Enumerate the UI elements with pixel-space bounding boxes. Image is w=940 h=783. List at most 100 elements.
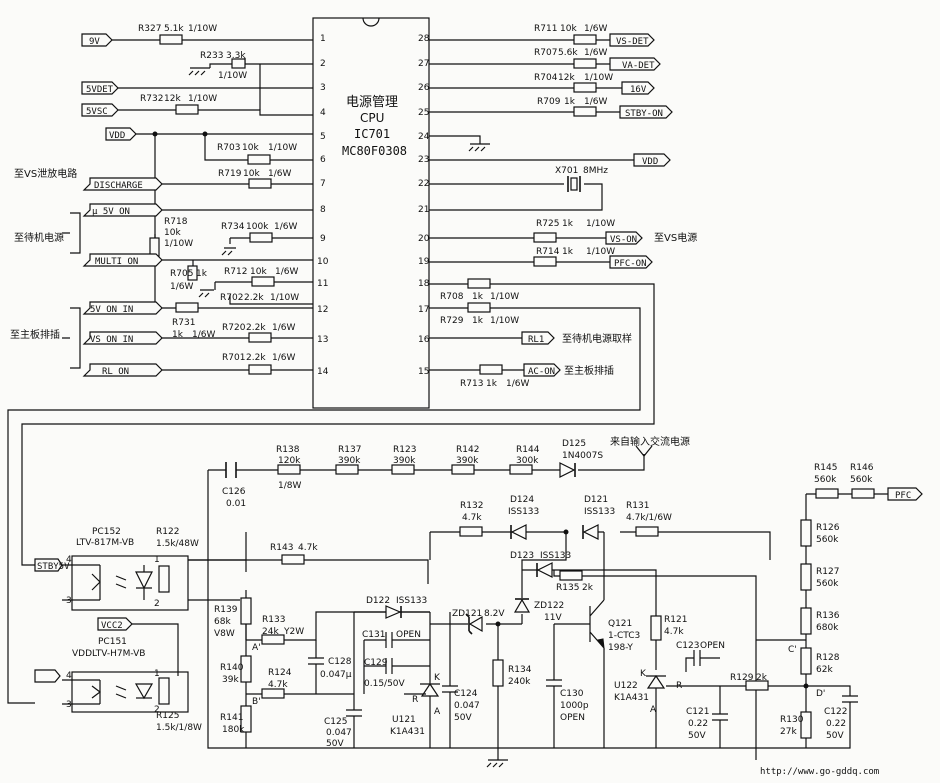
svg-text:R131: R131 xyxy=(626,501,649,511)
svg-text:1k: 1k xyxy=(562,219,574,229)
svg-text:50V: 50V xyxy=(826,731,844,741)
svg-text:R125: R125 xyxy=(156,711,179,721)
svg-text:10k: 10k xyxy=(164,228,181,238)
svg-text:1/10W: 1/10W xyxy=(586,247,615,257)
svg-text:10: 10 xyxy=(317,257,329,267)
svg-text:1: 1 xyxy=(154,669,160,679)
svg-text:2.2k: 2.2k xyxy=(246,323,266,333)
svg-text:560k: 560k xyxy=(816,535,839,545)
svg-text:C128: C128 xyxy=(328,657,352,667)
pin-numbers-left: 1 2 3 4 5 6 7 8 9 10 11 12 13 14 xyxy=(317,34,329,377)
svg-text:17: 17 xyxy=(418,305,429,315)
svg-text:R135: R135 xyxy=(556,583,579,593)
svg-text:1/10W: 1/10W xyxy=(188,94,217,104)
svg-text:2k: 2k xyxy=(582,583,594,593)
signal-rl-on: RL_ON xyxy=(102,367,129,377)
svg-text:R137: R137 xyxy=(338,445,361,455)
svg-text:R136: R136 xyxy=(816,611,840,621)
svg-text:0.047: 0.047 xyxy=(454,701,480,711)
svg-text:OPEN: OPEN xyxy=(396,630,421,640)
note-to-standby-sample: 至待机电源取样 xyxy=(562,332,632,345)
svg-text:8MHz: 8MHz xyxy=(583,166,608,176)
svg-text:20: 20 xyxy=(418,234,430,244)
svg-text:ISS133: ISS133 xyxy=(396,596,427,606)
svg-text:1/6W: 1/6W xyxy=(272,323,295,333)
svg-text:1N4007S: 1N4007S xyxy=(562,451,603,461)
svg-text:18: 18 xyxy=(418,279,430,289)
svg-text:12: 12 xyxy=(317,305,328,315)
signal-stby-on: STBY-ON xyxy=(625,109,663,119)
svg-text:1/10W: 1/10W xyxy=(188,24,217,34)
svg-text:1: 1 xyxy=(154,555,160,565)
svg-text:R: R xyxy=(412,695,418,705)
svg-text:R138: R138 xyxy=(276,445,300,455)
svg-text:R725: R725 xyxy=(536,219,559,229)
signal-pfc-on: PFC-ON xyxy=(614,259,647,269)
signal-vdd: VDD xyxy=(109,131,125,141)
svg-text:3: 3 xyxy=(66,596,72,606)
svg-text:1k: 1k xyxy=(486,379,498,389)
svg-text:62k: 62k xyxy=(816,665,833,675)
svg-text:R130: R130 xyxy=(780,715,804,725)
svg-text:C129: C129 xyxy=(364,658,388,668)
signal-5v-on-in: 5V_ON_IN xyxy=(90,305,133,315)
svg-text:1k: 1k xyxy=(196,269,208,279)
svg-text:OPEN: OPEN xyxy=(560,713,585,723)
svg-text:0.22: 0.22 xyxy=(826,719,846,729)
signal-5vsc: 5VSC xyxy=(86,107,108,117)
svg-text:2: 2 xyxy=(320,59,326,69)
svg-text:390k: 390k xyxy=(393,456,416,466)
svg-text:U122: U122 xyxy=(614,681,638,691)
signal-ac-on: AC-ON xyxy=(528,367,555,377)
signal-rl1: RL1 xyxy=(528,335,544,345)
signal-vdd-out: VDD xyxy=(642,157,658,167)
note-from-ac-input: 来自输入交流电源 xyxy=(610,435,690,448)
note-to-standby: 至待机电源 xyxy=(14,231,64,244)
svg-text:23: 23 xyxy=(418,155,429,165)
svg-text:R714: R714 xyxy=(536,247,560,257)
note-to-vs-power: 至VS电源 xyxy=(654,231,697,244)
signal-multi-on: MULTI ON xyxy=(95,257,138,267)
svg-text:1/6W: 1/6W xyxy=(275,267,298,277)
signal-vcc2: VCC2 xyxy=(101,621,123,631)
svg-text:2k: 2k xyxy=(756,673,768,683)
svg-text:R122: R122 xyxy=(156,527,179,537)
svg-text:R712: R712 xyxy=(224,267,247,277)
svg-text:11: 11 xyxy=(317,279,328,289)
svg-text:C124: C124 xyxy=(454,689,478,699)
svg-text:10k: 10k xyxy=(243,169,260,179)
svg-text:1/10W: 1/10W xyxy=(586,219,615,229)
svg-text:R140: R140 xyxy=(220,663,244,673)
svg-text:11V: 11V xyxy=(544,613,562,623)
svg-text:1/10W: 1/10W xyxy=(164,239,193,249)
svg-text:4: 4 xyxy=(320,108,326,118)
svg-text:100k: 100k xyxy=(246,222,269,232)
signal-u5v-on: μ 5V_ON xyxy=(92,207,130,217)
svg-text:10k: 10k xyxy=(560,24,577,34)
svg-text:8.2V: 8.2V xyxy=(484,609,505,619)
svg-text:25: 25 xyxy=(418,108,429,118)
svg-text:R129: R129 xyxy=(730,673,754,683)
svg-text:680k: 680k xyxy=(816,623,839,633)
svg-text:3: 3 xyxy=(320,83,326,93)
svg-text:26: 26 xyxy=(418,83,430,93)
svg-text:R713: R713 xyxy=(460,379,483,389)
svg-text:1000p: 1000p xyxy=(560,701,589,711)
svg-text:R139: R139 xyxy=(214,605,238,615)
pin-numbers-right: 15 16 17 18 19 20 21 22 23 24 25 26 27 2… xyxy=(418,34,430,377)
svg-text:22: 22 xyxy=(418,179,429,189)
svg-text:14: 14 xyxy=(317,367,329,377)
svg-text:8: 8 xyxy=(320,205,326,215)
svg-text:C126: C126 xyxy=(222,487,246,497)
svg-text:4.7k: 4.7k xyxy=(664,627,684,637)
svg-text:R145: R145 xyxy=(814,463,837,473)
svg-text:R133: R133 xyxy=(262,615,285,625)
signal-va-det: VA-DET xyxy=(622,61,655,71)
svg-text:1/6W: 1/6W xyxy=(192,330,215,340)
svg-text:D122: D122 xyxy=(366,596,390,606)
svg-text:K1A431: K1A431 xyxy=(390,727,425,737)
svg-text:K1A431: K1A431 xyxy=(614,693,649,703)
svg-text:C': C' xyxy=(788,645,797,655)
svg-text:ISS133: ISS133 xyxy=(584,507,615,517)
